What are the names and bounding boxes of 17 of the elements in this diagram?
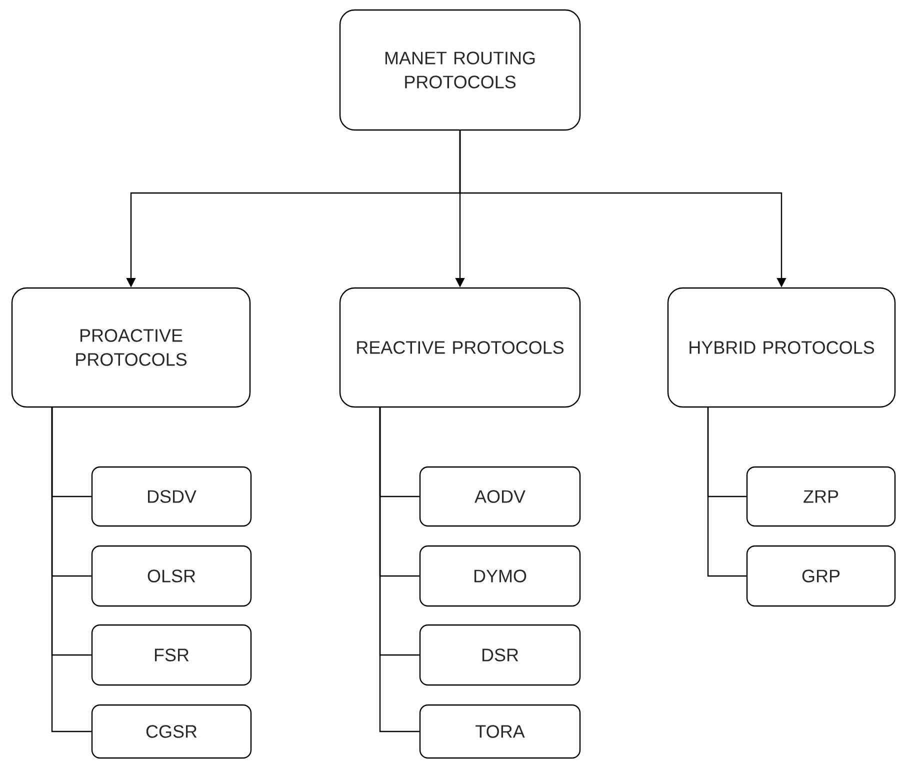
connector — [51, 407, 92, 732]
protocol-box: GRP — [746, 545, 896, 607]
connector — [707, 407, 746, 577]
protocol-box: ZRP — [746, 466, 896, 527]
category-box: REACTIVE PROTOCOLS — [339, 287, 581, 408]
category-box: PROACTIVE PROTOCOLS — [11, 287, 251, 408]
protocol-box: DSDV — [91, 466, 252, 527]
category-box: HYBRID PROTOCOLS — [667, 287, 896, 408]
protocol-box: AODV — [419, 466, 581, 527]
protocol-box: TORA — [419, 704, 581, 759]
protocol-box: DSR — [419, 624, 581, 686]
protocol-box: FSR — [91, 624, 252, 686]
protocol-box: OLSR — [91, 545, 252, 607]
protocol-box: DYMO — [419, 545, 581, 607]
root-box: MANET ROUTING PROTOCOLS — [339, 9, 581, 131]
connector — [379, 407, 420, 732]
protocol-box: CGSR — [91, 704, 252, 759]
